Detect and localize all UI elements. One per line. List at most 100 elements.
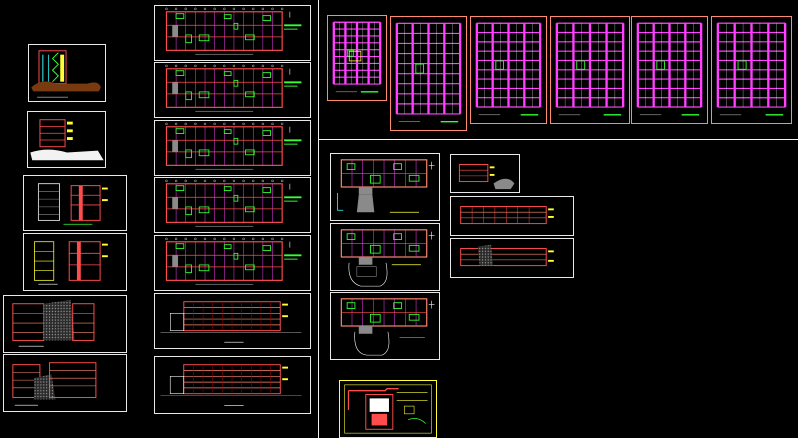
cad-entity-rect xyxy=(172,255,179,267)
cad-entity-circle xyxy=(213,237,216,241)
cad-entity-rect xyxy=(621,23,625,108)
cad-entity-rect xyxy=(408,313,420,321)
cad-entity-rect xyxy=(245,91,255,98)
sheet-long-elevation-b[interactable] xyxy=(154,356,311,414)
cad-entity-circle xyxy=(174,64,178,68)
cad-entity-rect xyxy=(415,63,424,74)
sheet-framing-plan-2[interactable] xyxy=(390,16,467,131)
cad-entity-rect xyxy=(185,34,192,44)
sheet-drawing xyxy=(34,241,108,285)
cad-entity-circle xyxy=(242,122,245,126)
sheet-side-elevation[interactable] xyxy=(23,233,127,291)
sheet-floor-plan-3[interactable] xyxy=(154,120,311,176)
cad-entity-circle xyxy=(194,7,197,11)
cad-entity-circle xyxy=(203,7,207,11)
sheet-framing-plan-4[interactable] xyxy=(550,16,630,124)
sheet-framing-plan-5[interactable] xyxy=(631,16,708,124)
cad-entity-circle xyxy=(213,64,216,68)
cad-entity-rect xyxy=(198,34,210,42)
cad-entity-rect xyxy=(169,376,185,394)
cad-entity-rect xyxy=(395,23,399,114)
cad-entity-rect xyxy=(170,312,185,331)
cad-entity-rect xyxy=(233,194,239,202)
sheet-long-elevation-a[interactable] xyxy=(154,293,311,349)
cad-entity-rect xyxy=(282,366,289,369)
cad-entity-rect xyxy=(538,23,542,108)
cad-entity-circle xyxy=(261,64,265,68)
cad-entity-circle xyxy=(165,237,168,241)
cad-entity-path xyxy=(354,331,390,356)
cad-entity-rect xyxy=(245,264,255,271)
sheet-ground-plan-3[interactable] xyxy=(330,292,440,360)
cad-entity-circle xyxy=(223,122,226,126)
sheet-stair-section[interactable] xyxy=(28,44,106,102)
cad-entity-rect xyxy=(262,187,272,193)
cad-entity-circle xyxy=(223,237,226,241)
sheet-site-plan[interactable] xyxy=(339,380,437,438)
cad-entity-rect xyxy=(358,187,373,195)
sheet-detail-1[interactable] xyxy=(450,154,520,193)
cad-entity-circle xyxy=(213,7,216,11)
sheet-ground-plan-1[interactable] xyxy=(330,153,440,221)
cad-entity-circle xyxy=(223,179,226,183)
sheet-framing-plan-3[interactable] xyxy=(470,16,547,124)
cad-entity-circle xyxy=(184,237,187,241)
sheet-floor-plan-4[interactable] xyxy=(154,177,311,233)
floor-plan-drawing xyxy=(165,179,302,227)
sheet-detail-3[interactable] xyxy=(450,238,574,278)
cad-entity-rect xyxy=(245,34,255,41)
cad-entity-rect xyxy=(408,174,420,182)
cad-entity-rect xyxy=(198,149,210,157)
cad-entity-rect xyxy=(262,15,272,21)
cad-entity-circle xyxy=(165,179,168,183)
cad-entity-rect xyxy=(233,137,239,145)
cad-entity-circle xyxy=(232,179,236,183)
sheet-floor-plan-5[interactable] xyxy=(154,235,311,291)
sheet-ground-plan-2[interactable] xyxy=(330,223,440,291)
cad-entity-rect xyxy=(491,23,494,108)
cad-entity-circle xyxy=(184,122,187,126)
sheet-detail-2[interactable] xyxy=(450,196,574,236)
long-elevation-drawing xyxy=(160,301,302,343)
framing-plan-drawing xyxy=(555,22,625,116)
cad-entity-rect xyxy=(175,13,185,19)
cad-entity-circle xyxy=(252,237,255,241)
cad-entity-circle xyxy=(271,237,274,241)
cad-entity-rect xyxy=(393,302,402,309)
cad-entity-circle xyxy=(252,179,255,183)
sheet-framing-plan-1[interactable] xyxy=(327,15,387,101)
cad-entity-circle xyxy=(165,122,168,126)
cad-entity-rect xyxy=(733,23,736,108)
cad-entity-circle xyxy=(281,237,284,241)
cad-entity-rect xyxy=(605,23,608,108)
cad-entity-circle xyxy=(213,179,216,183)
ground-plan-drawing xyxy=(340,229,435,287)
cad-entity-rect xyxy=(175,70,185,76)
cad-entity-rect xyxy=(356,266,377,277)
sheet-hatched-elevation-a[interactable] xyxy=(3,295,127,353)
cad-entity-circle xyxy=(174,7,178,11)
sheet-framing-plan-6[interactable] xyxy=(711,16,792,124)
sheet-building-section[interactable] xyxy=(27,111,106,168)
sheet-drawing xyxy=(30,119,104,161)
framing-plan-drawing xyxy=(475,22,542,116)
cad-entity-circle xyxy=(174,179,178,183)
cad-entity-rect xyxy=(172,82,179,94)
sheet-hatched-elevation-b[interactable] xyxy=(3,354,127,412)
floor-plan-drawing xyxy=(165,237,302,285)
sheet-floor-plan-1[interactable] xyxy=(154,5,311,61)
cad-entity-rect xyxy=(172,25,179,37)
long-elevation-drawing xyxy=(160,364,302,406)
cad-entity-rect xyxy=(716,23,720,108)
sheet-front-elevation[interactable] xyxy=(23,175,127,231)
cad-entity-rect xyxy=(172,197,179,209)
cad-entity-circle xyxy=(281,64,284,68)
sheet-floor-plan-2[interactable] xyxy=(154,62,311,118)
cad-entity-circle xyxy=(271,64,274,68)
cad-entity-rect xyxy=(495,60,504,70)
cad-entity-rect xyxy=(332,22,335,85)
cad-entity-rect xyxy=(347,49,354,57)
cad-entity-rect xyxy=(379,22,382,85)
cad-entity-circle xyxy=(261,7,265,11)
